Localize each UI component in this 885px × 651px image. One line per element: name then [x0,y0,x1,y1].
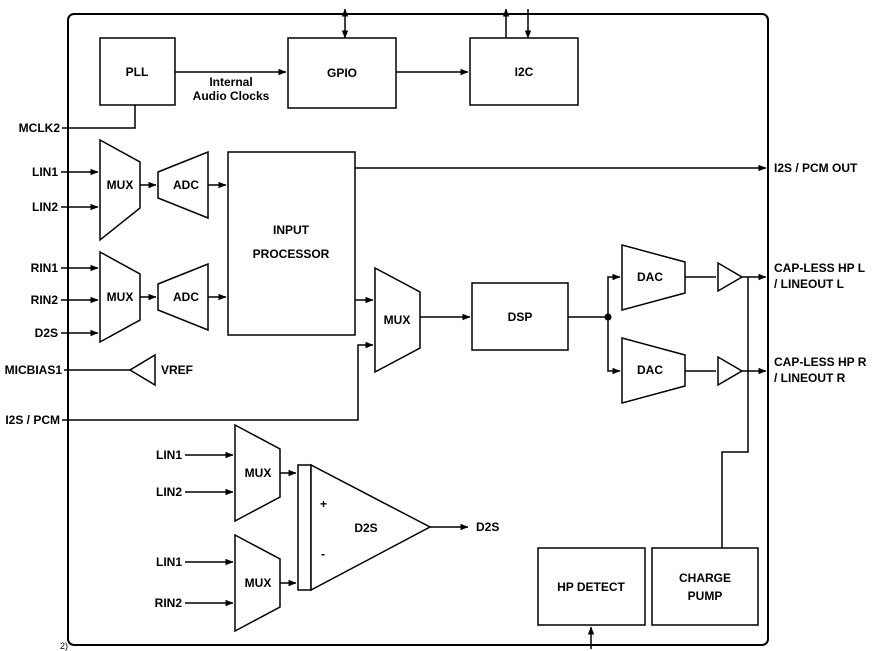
footnote-mark: 2) [60,641,68,651]
wire-chargepump-amps [721,277,749,548]
hp-detect-label: HP DETECT [557,580,625,594]
chip-outline [67,13,769,646]
amp-hp-right [717,355,744,387]
pin-label-d2s-out: D2S [476,520,499,534]
pin-label-lin2: LIN2 [32,200,58,214]
pin-label-lin1-c: LIN1 [156,555,182,569]
pin-label-capless-l-2: / LINEOUT L [774,277,844,291]
mux-lin-label: MUX [107,178,134,192]
dac-left [621,244,686,311]
d2s-plus-label: + [320,497,327,511]
block-hp-detect [537,547,646,626]
pin-label-rin1: RIN1 [31,261,59,275]
vref-buffer-amp [128,353,156,387]
block-i2c-label: I2C [515,65,534,79]
mux-d2s-bottom [234,533,281,633]
pin-label-lin1-b: LIN1 [156,448,182,462]
block-charge-pump [651,547,759,626]
input-processor-label-1: INPUT [273,223,310,237]
wire-junction-dacl [607,273,621,317]
input-processor-label-2: PROCESSOR [253,247,330,261]
wire-mclk2-pll [62,105,136,129]
mux-rin-inputs [99,250,141,344]
pin-label-i2s-pcm-out: I2S / PCM OUT [774,161,858,175]
internal-audio-clocks-label-2: Audio Clocks [193,89,270,103]
adc-lin-label: ADC [173,178,199,192]
charge-pump-label-2: PUMP [688,589,723,603]
pin-label-d2s-in: D2S [35,326,58,340]
wire-i2spcm-mux [62,341,374,421]
dac-right [621,337,686,404]
adc-rin [157,262,209,332]
mux-dsp-label: MUX [384,313,411,327]
pin-label-i2s-pcm-in: I2S / PCM [5,413,60,427]
charge-pump-label-1: CHARGE [679,571,731,585]
mux-d2s-top-label: MUX [245,466,272,480]
block-dsp [471,282,569,351]
internal-audio-clocks-label-1: Internal [209,75,252,89]
pin-label-mclk2: MCLK2 [19,121,61,135]
pin-label-rin2: RIN2 [31,293,59,307]
block-gpio-label: GPIO [327,66,357,80]
d2s-input-stage [297,464,312,591]
block-gpio [287,37,397,109]
dac-left-label: DAC [637,270,663,284]
pin-label-capless-r-1: CAP-LESS HP R [774,355,867,369]
pin-label-lin2-b: LIN2 [156,485,182,499]
adc-lin [157,150,209,220]
pin-label-micbias1: MICBIAS1 [5,363,63,377]
block-pll [99,37,176,106]
block-i2c [469,37,579,106]
wire-junction-dacr [607,317,621,375]
mux-lin-inputs [99,138,141,242]
amp-d2s [310,463,432,592]
dac-right-label: DAC [637,363,663,377]
adc-rin-label: ADC [173,290,199,304]
vref-label: VREF [161,363,193,377]
mux-rin-label: MUX [107,290,134,304]
pin-label-capless-r-2: / LINEOUT R [774,371,846,385]
mux-d2s-top [234,423,281,523]
amp-hp-left [717,261,744,293]
block-input-processor [227,151,356,336]
d2s-amp-label: D2S [354,521,377,535]
dsp-label: DSP [508,310,533,324]
mux-d2s-bottom-label: MUX [245,576,272,590]
block-pll-label: PLL [126,65,149,79]
d2s-minus-label: - [321,547,325,561]
pin-label-capless-l-1: CAP-LESS HP L [774,261,865,275]
mux-dsp-input [374,266,421,374]
pin-label-lin1: LIN1 [32,165,58,179]
pin-label-rin2-b: RIN2 [155,596,183,610]
